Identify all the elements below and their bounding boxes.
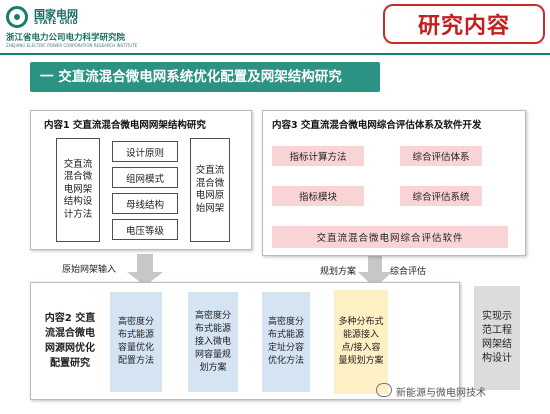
content2-step-0: 高密度分布式能源容量优化配置方法 — [110, 292, 162, 392]
watermark-text: 新能源与微电网技术 — [396, 388, 486, 399]
content2-result-text: 实现示范工程网架结构设计 — [482, 311, 512, 364]
content2-step-1-text: 高密度分布式能源接入微电网容量规划方案 — [194, 310, 231, 373]
state-grid-logo-icon — [6, 6, 28, 28]
content1-item-2-label: 母线结构 — [125, 199, 164, 211]
content1-item-0: 设计原则 — [112, 141, 178, 162]
original-grid-input-arrow — [127, 254, 163, 286]
eval-system-label: 综合评估体系 — [412, 152, 470, 163]
wechat-icon — [376, 383, 392, 397]
indicator-method-box: 指标计算方法 — [272, 146, 364, 166]
content2-step-3-text: 多种分布式能源接入点/接入容量规划方案 — [338, 317, 384, 366]
header-divider — [0, 53, 550, 55]
eval-software-box: 交直流混合微电网综合评估软件 — [272, 226, 508, 248]
eval-system-box: 综合评估体系 — [400, 146, 482, 166]
content1-item-3-label: 电压等级 — [125, 225, 164, 237]
eval-software-system-box: 综合评估系统 — [400, 186, 482, 206]
institute-name-en: ZHEJIANG ELECTRIC POWER CORPORATION RESE… — [6, 43, 138, 48]
content1-design-method-box: 交直流混合微电网架结构设计方法 — [56, 138, 100, 242]
org-name: 国家电网 — [34, 8, 78, 21]
indicator-module-label: 指标模块 — [298, 192, 337, 203]
comprehensive-eval-label: 综合评估 — [390, 267, 427, 277]
content3-title: 内容3 交直流混合微电网综合评估体系及软件开发 — [272, 120, 482, 131]
content1-item-3: 电压等级 — [112, 219, 178, 240]
original-grid-input-label: 原始网架输入 — [62, 265, 117, 275]
content2-title-box: 内容2 交直流混合微电网源网优化配置研究 — [38, 288, 102, 394]
indicator-method-label: 指标计算方法 — [289, 152, 347, 163]
indicator-module-box: 指标模块 — [272, 186, 364, 206]
content1-design-method-text: 交直流混合微电网架结构设计方法 — [63, 158, 93, 220]
page-title: 研究内容 — [417, 14, 510, 39]
institute-name: 浙江省电力公司电力科学研究院 — [6, 33, 126, 43]
content1-item-2: 母线结构 — [112, 193, 178, 214]
content2-result-box: 实现示范工程网架结构设计 — [474, 286, 520, 390]
content1-item-1-label: 组网模式 — [125, 173, 164, 185]
content2-step-0-text: 高密度分布式能源容量优化配置方法 — [117, 317, 154, 366]
content1-original-grid-box: 交直流混合微电网原始网架 — [190, 138, 230, 242]
eval-software-label: 交直流混合微电网综合评估软件 — [316, 233, 464, 244]
content2-step-1: 高密度分布式能源接入微电网容量规划方案 — [188, 292, 238, 392]
content2-step-2-text: 高密度分布式能源定址分容优化方法 — [267, 317, 304, 366]
planning-scheme-arrow — [358, 256, 392, 288]
section-banner — [30, 62, 380, 92]
content1-title: 内容1 交直流混合微电网网架结构研究 — [44, 120, 206, 131]
eval-software-system-label: 综合评估系统 — [412, 192, 470, 203]
content1-original-grid-text: 交直流混合微电网原始网架 — [195, 165, 225, 214]
planning-scheme-label: 规划方案 — [320, 267, 357, 277]
org-name-en: STATE GRID — [34, 19, 79, 26]
content1-item-0-label: 设计原则 — [125, 147, 164, 159]
content2-step-3: 多种分布式能源接入点/接入容量规划方案 — [334, 290, 388, 394]
page-title-box: 研究内容 — [383, 4, 545, 44]
section-banner-text: 一 交直流混合微电网系统优化配置及网架结构研究 — [40, 69, 342, 85]
content2-panel — [30, 282, 460, 400]
content2-step-2: 高密度分布式能源定址分容优化方法 — [262, 292, 310, 392]
content1-item-1: 组网模式 — [112, 167, 178, 188]
content2-title: 内容2 交直流混合微电网源网优化配置研究 — [44, 313, 96, 369]
